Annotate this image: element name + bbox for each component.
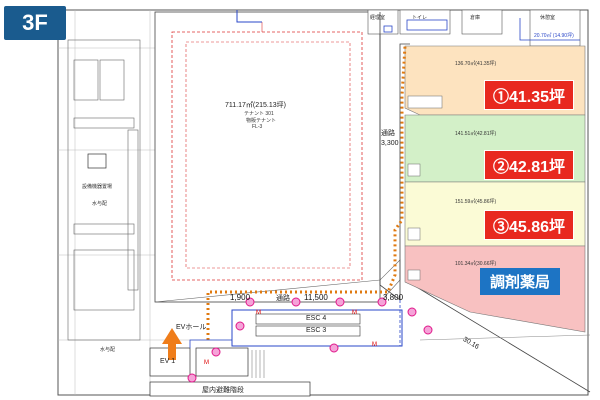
dimension-label: 3,800 [383,293,404,302]
main-store-tenant: テナント 301 [244,111,274,117]
evacuation-route [206,45,407,340]
main-store-use: 物販テナント [246,118,277,124]
equipment-room-label: 設備機器置場 [82,184,113,190]
pharmacy-area-note: 101.34㎡(30.66坪) [455,261,497,267]
escalator-3-box[interactable] [255,325,361,337]
marker [377,297,387,307]
marker [407,307,417,317]
marker [245,297,255,307]
shelter-stair-label: 屋内避難階段 [202,387,244,394]
marker [329,343,339,353]
bottom-corridor-label: 通路 [276,295,290,302]
escalator-zone [231,309,403,347]
unit-2-label[interactable]: ②42.81坪 [484,150,575,180]
shelter-stair-box [149,381,311,397]
marker [235,321,245,331]
pharmacy-label[interactable]: 調剤薬局 [480,268,561,295]
marker [423,325,433,335]
entrance-arrow [162,328,182,360]
main-store-area [154,11,381,303]
water-room-label-lower: 水与配 [100,347,116,353]
left-wing [67,39,141,341]
top-room-label: 休憩室 [540,15,556,21]
dimension-label: 1,900 [230,293,251,302]
top-room-label: 経理室 [370,15,386,21]
water-room-label: 水与配 [92,201,108,207]
main-store-area-note: 711.17㎡(215.13坪) [225,102,286,109]
sales-boundary-outer [171,31,363,281]
marker [335,297,345,307]
escalator-4-box[interactable] [255,313,361,325]
markers [187,297,433,383]
marker [187,373,197,383]
unit-2-area-note: 141.51㎡(42.81坪) [455,131,497,137]
stair-icon [87,153,107,169]
ev-hall-label: EVホール [176,324,207,331]
marker [211,347,221,357]
top-area-note: 20.70㎡ (14.90坪) [534,33,574,39]
dimension-label: 11,500 [304,293,328,302]
blue-line-top [236,10,262,23]
corridor-label: 通路 [381,130,395,137]
unit-3-area-note: 151.59㎡(45.86坪) [455,199,497,205]
building-outline [57,9,589,396]
escalator-3-label: ESC 3 [306,327,327,334]
ev-room [195,347,249,377]
svg-text:M: M [204,360,209,366]
floor-badge: 3F [4,6,66,40]
unit-3-label[interactable]: ③45.86坪 [484,210,575,240]
marker [291,297,301,307]
svg-text:M: M [352,310,357,316]
sales-boundary-inner [185,41,351,269]
top-room-label: 倉庫 [470,15,481,21]
top-room-label: トイレ [412,15,428,21]
corridor-width: 3,300 [381,140,399,147]
unit-1-area-note: 136.70㎡(41.35坪) [455,61,497,67]
escalator-4-label: ESC 4 [306,315,327,322]
main-store-floor: FL-3 [252,124,263,130]
unit-1-label[interactable]: ①41.35坪 [484,80,575,110]
svg-text:M: M [256,310,261,316]
diagonal-facade [404,279,591,393]
svg-text:M: M [372,342,377,348]
ev-label: EV 1 [160,358,176,365]
